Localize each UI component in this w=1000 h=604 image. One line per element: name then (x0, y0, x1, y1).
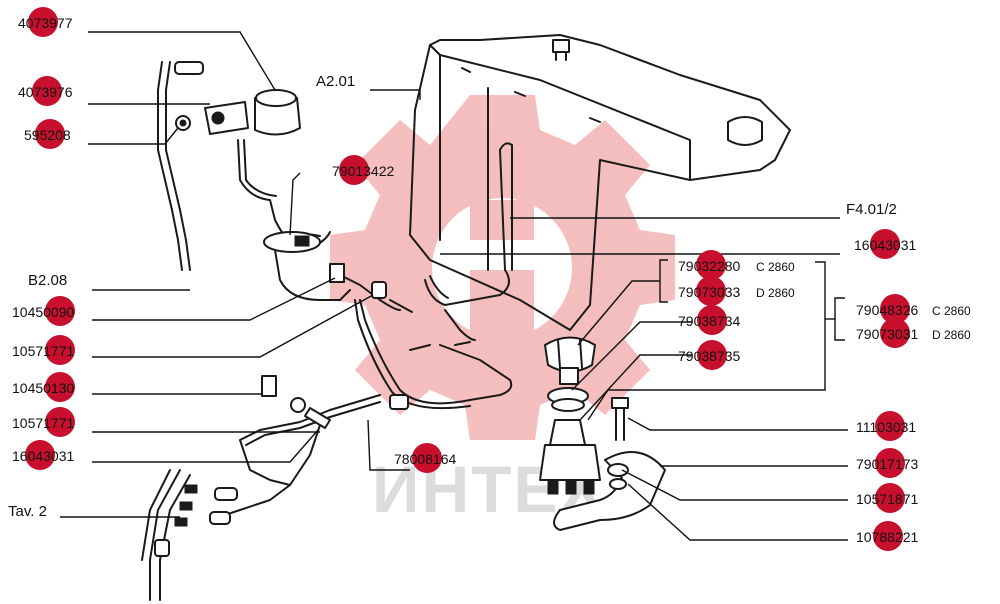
callout-4073976[interactable]: 4073976 (18, 76, 73, 106)
part-number: 79017173 (856, 456, 919, 472)
callout-11103031[interactable]: 11103031 (856, 411, 916, 441)
part-number: 79048326 (856, 302, 919, 318)
part-number: 10788221 (856, 529, 919, 545)
callout-79038735[interactable]: 79038735 (678, 340, 741, 370)
part-number: 595208 (24, 127, 71, 143)
part-number: 79038734 (678, 313, 741, 329)
part-number: 79073033 (678, 284, 741, 300)
part-number: 10571871 (856, 491, 919, 507)
callout-10450090[interactable]: 10450090 (12, 296, 75, 326)
variant-label: C 2860 (932, 304, 971, 318)
callout-10571771-a[interactable]: 10571771 (12, 335, 75, 365)
ref-label-tav2: Tav. 2 (8, 503, 47, 520)
callout-79013422[interactable]: 79013422 (332, 155, 395, 185)
leader-lines (60, 31, 848, 541)
ref-label-b208: B2.08 (28, 272, 67, 289)
callout-16043031-a[interactable]: 16043031 (12, 440, 75, 470)
part-number: 79038735 (678, 348, 741, 364)
part-number: 10450130 (12, 380, 75, 396)
callout-10571771-b[interactable]: 10571771 (12, 407, 75, 437)
part-number: 4073977 (18, 15, 73, 31)
ref-label-f4012: F4.01/2 (846, 201, 897, 218)
ref-label-a201: A2.01 (316, 73, 355, 90)
variant-label: D 2860 (756, 286, 795, 300)
cable-clamp (263, 231, 321, 253)
switch-assembly (539, 336, 601, 495)
sender-unit (175, 89, 301, 136)
callout-10571871[interactable]: 10571871 (856, 483, 919, 513)
part-number: 79013422 (332, 163, 395, 179)
callout-79073033[interactable]: 79073033 D 2860 (678, 276, 795, 306)
part-number: 16043031 (12, 448, 75, 464)
callout-79048326[interactable]: 79048326 C 2860 (856, 294, 971, 324)
part-number: 79073031 (856, 326, 919, 342)
variant-label: D 2860 (932, 328, 971, 342)
callout-4073977[interactable]: 4073977 (18, 7, 73, 37)
callout-10450130[interactable]: 10450130 (12, 372, 75, 402)
callout-79017173[interactable]: 79017173 (856, 448, 919, 478)
mounting-bracket (553, 397, 666, 531)
variant-label: C 2860 (756, 260, 795, 274)
part-number: 79032280 (678, 258, 741, 274)
terminals-and-bolts (261, 263, 413, 429)
part-number: 11103031 (856, 419, 916, 435)
part-number: 78008164 (394, 451, 457, 467)
callout-79038734[interactable]: 79038734 (678, 305, 741, 335)
callout-79073031[interactable]: 79073031 D 2860 (856, 318, 971, 348)
callout-78008164[interactable]: 78008164 (394, 443, 457, 473)
fuel-tank (409, 34, 791, 331)
part-number: 10571771 (12, 343, 75, 359)
callout-16043031-b[interactable]: 16043031 (854, 229, 917, 259)
part-number: 16043031 (854, 237, 917, 253)
callout-595208[interactable]: 595208 (24, 119, 71, 149)
part-number: 4073976 (18, 84, 73, 100)
part-number: 10571771 (12, 415, 75, 431)
callout-79032280[interactable]: 79032280 C 2860 (678, 250, 795, 280)
part-number: 10450090 (12, 304, 75, 320)
rod-assembly (157, 61, 204, 271)
wiring-harness (141, 139, 513, 601)
callout-10788221[interactable]: 10788221 (856, 521, 919, 551)
